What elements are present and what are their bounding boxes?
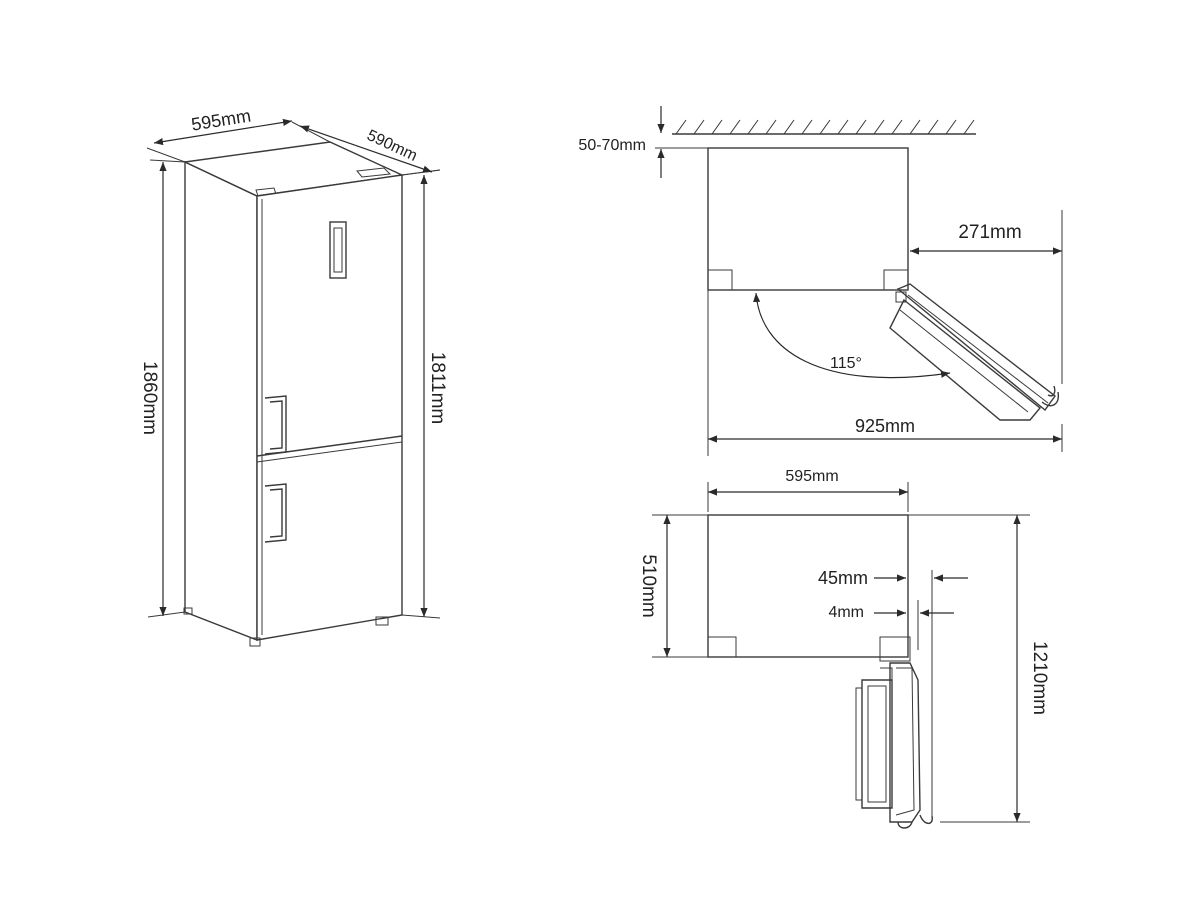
height-1811-label: 1811mm: [427, 352, 448, 425]
door-side-profile: [855, 636, 933, 829]
fridge-perspective-view: 1860mm 1811mm 595mm 590mm: [139, 106, 448, 647]
depth-1210-label: 1210mm: [1029, 641, 1050, 715]
opening-angle-arc: [753, 292, 951, 379]
clearance-271-label: 271mm: [958, 222, 1021, 243]
door-handle-top-view: [1041, 385, 1059, 407]
depth-510-label: 510mm: [638, 554, 659, 617]
height-1860-label: 1860mm: [139, 361, 160, 435]
installation-view: 595mm 510mm 45mm 4mm: [638, 468, 1050, 829]
fridge-body-side-view: [707, 514, 909, 658]
opening-angle-label: 115°: [830, 355, 862, 372]
upper-door-handle: [264, 395, 287, 455]
width-595-label: 595mm: [190, 106, 252, 135]
top-view-door-open: 50-70mm 115° 271mm 925mm: [578, 106, 1063, 456]
fridge-body-top-view: [707, 147, 909, 291]
fridge-side-panel: [184, 160, 258, 642]
open-door: [889, 283, 1059, 421]
width-595-side-label: 595mm: [785, 468, 838, 485]
wall-gap-label: 50-70mm: [578, 137, 646, 154]
offset-4-label: 4mm: [828, 604, 864, 621]
depth-925-label: 925mm: [855, 416, 915, 436]
width-595-dimension-line: [153, 118, 293, 146]
lower-door-handle: [264, 483, 287, 543]
offset-45-label: 45mm: [818, 568, 868, 588]
control-display: [329, 221, 347, 279]
wall-hatching: [675, 119, 975, 135]
depth-590-dimension-line: [299, 125, 433, 173]
door-handle-side-view: [897, 814, 933, 829]
depth-590-label: 590mm: [364, 127, 420, 165]
